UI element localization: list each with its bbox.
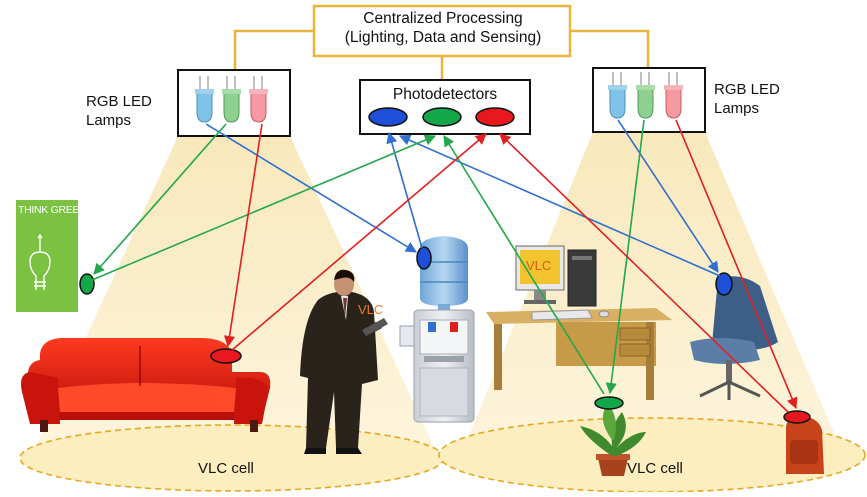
processing-line-2: (Lighting, Data and Sensing) [344,29,542,46]
office-chair [690,272,778,400]
centralized-processing-title: Centralized Processing (Lighting, Data a… [318,9,568,47]
potted-plant [580,396,646,476]
right-cell-label: VLC cell [627,460,683,477]
right-rgb-leds [608,72,683,119]
monitor-vlc-label: VLC [526,258,552,273]
photodetectors-label: Photodetectors [392,86,498,103]
red-sofa [21,338,271,432]
think-green-poster [16,200,95,312]
light-rays [91,119,798,413]
poster-green-sensor [79,273,95,295]
processing-line-1: Centralized Processing [363,10,523,27]
photodetector-sensors [368,107,515,127]
sofa-red-sensor [210,348,242,364]
backpack [783,410,824,474]
plant-green-sensor [594,396,624,410]
processing-link-left [233,29,314,70]
red-sensor [475,107,515,127]
desk-with-computer [486,245,672,400]
left-cell-label: VLC cell [198,460,254,477]
blue-sensor [368,107,408,127]
right-lamps-line-1: RGB LED [714,81,780,98]
water-cooler [399,236,475,423]
left-rgb-leds [195,76,268,123]
right-light-cone [455,132,850,470]
think-green-text: THINK GREEN [18,204,87,216]
backpack-red-sensor [783,410,811,424]
processing-link-right [570,29,650,68]
lightbulb-icon [29,233,51,290]
chair-blue-sensor [715,272,733,296]
right-lamps-label: RGB LED Lamps [714,80,780,118]
left-lamps-line-1: RGB LED [86,93,152,110]
left-vlc-cell [19,424,445,492]
left-lamps-line-2: Lamps [86,112,132,129]
businessman [300,269,388,454]
right-lamps-line-2: Lamps [714,100,760,117]
green-sensor [422,107,462,127]
person-vlc-label: VLC [358,302,384,317]
left-lamps-label: RGB LED Lamps [86,92,152,130]
cooler-blue-sensor [416,246,432,270]
